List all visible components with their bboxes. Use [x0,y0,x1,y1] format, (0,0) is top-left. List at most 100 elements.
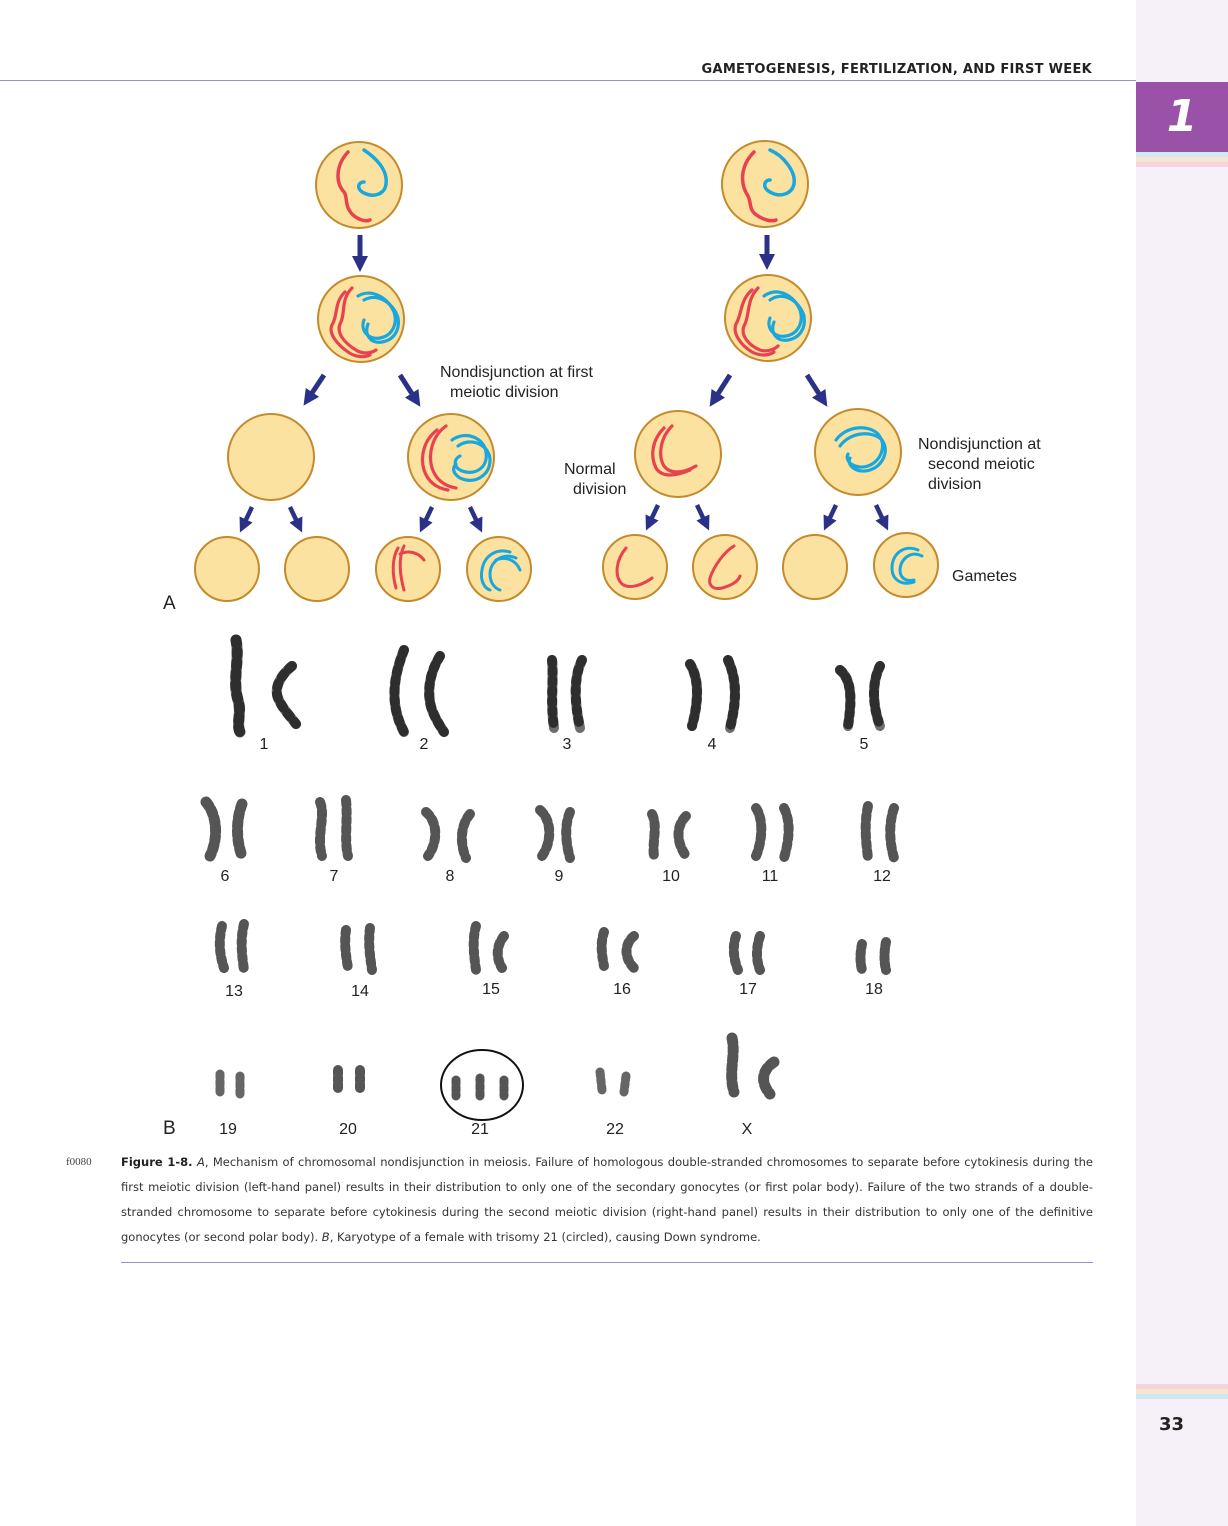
karyotype-label: 17 [739,981,757,998]
arrow-down-left-icon [303,373,327,406]
karyotype-label: 15 [482,981,500,998]
running-head: GAMETOGENESIS, FERTILIZATION, AND FIRST … [701,62,1092,77]
trisomy-21-circle [440,1049,524,1121]
chromosome-pair-9 [535,805,575,863]
karyotype-label: 20 [339,1121,357,1138]
chromosome-pair-3 [547,655,587,733]
caption-b-marker: B [321,1230,330,1244]
chapter-tab: 1 [1136,82,1228,152]
karyotype-label: 8 [445,868,455,885]
tab-stripe-peach [1136,157,1228,162]
panel-b-karyotype [200,634,899,1121]
karyotype-label: 9 [554,868,564,885]
karyotype-label-circled: 21 [471,1121,489,1138]
chromosome-pair-5 [835,661,885,731]
karyotype-label: 13 [225,983,243,1000]
chromosome-pair-18 [855,937,891,975]
figure-caption: Figure 1-8. A, Mechanism of chromosomal … [121,1150,1093,1250]
karyotype-label: 1 [259,736,269,753]
arrow-down-left-icon [823,504,839,531]
karyotype-label: 14 [351,983,369,1000]
arrow-down-left-icon [419,506,435,533]
gamete-disomic-paternal-2 [873,532,939,598]
chromosome-pair-15 [468,921,509,975]
right-secondary-gonocyte-maternal [634,410,722,498]
chromosome-pair-19 [215,1069,245,1099]
panel-letter-b: B [163,1118,176,1139]
chromosome-trisomy-21 [451,1073,509,1101]
label-normal-division-line2: division [573,481,627,498]
chromosome-pair-x [726,1032,780,1100]
arrow-down-left-icon [645,504,661,531]
panel-letter-a: A [163,593,176,614]
chromosome-pair-1 [230,634,301,738]
label-first-nondisjunction-line1: Nondisjunction at first [440,364,593,381]
karyotype-label: 7 [329,868,339,885]
label-first-nondisjunction-line2: meiotic division [450,384,559,401]
gamete-empty-1 [194,536,260,602]
gamete-maternal-1 [602,534,668,600]
header-rule [0,80,1136,81]
karyotype-label: 3 [562,736,572,753]
right-secondary-gonocyte-paternal [814,408,902,496]
footer-stripe-pink [1136,1384,1228,1389]
tab-stripe-blue [1136,152,1228,157]
chromosome-pair-6 [200,796,248,862]
arrow-down-right-icon [287,506,303,533]
left-disomic-secondary-gonocyte [407,413,495,501]
chromosome-pair-16 [596,927,639,973]
left-germ-cell [315,141,403,229]
label-second-nondisjunction-line3: division [928,476,982,493]
karyotype-label: 18 [865,981,883,998]
chromosome-pair-14 [340,923,377,975]
figure-id: f0080 [66,1156,92,1168]
chromosome-pair-10 [647,809,691,861]
left-empty-secondary-gonocyte [227,413,315,501]
chromosome-pair-8 [421,807,475,863]
chromosome-pair-17 [728,931,765,975]
gamete-empty-3 [782,534,848,600]
right-germ-cell [721,140,809,228]
chromosome-pair-2 [389,645,449,737]
gamete-empty-2 [284,536,350,602]
page-side-strip [1136,0,1228,1526]
chromosome-pair-4 [685,655,740,733]
arrow-down-left-icon [709,373,733,407]
caption-a-marker: A [196,1155,205,1169]
gamete-disomic-paternal [466,536,532,602]
karyotype-label: 6 [220,868,230,885]
arrow-down-right-icon [804,373,828,407]
chromosome-pair-20 [333,1065,365,1095]
caption-text-a: , Mechanism of chromosomal nondisjunctio… [121,1155,1093,1244]
right-primary-gonocyte [724,274,812,362]
arrow-down-left-icon [239,506,255,533]
karyotype-label: 11 [761,868,779,885]
footer-stripe-blue [1136,1394,1228,1399]
figure-label: Figure 1-8. [121,1155,193,1169]
caption-rule [121,1262,1093,1263]
label-normal-division-line1: Normal [564,461,616,478]
chromosome-pair-7 [315,795,353,861]
tab-stripe-pink [1136,162,1228,167]
page-number: 33 [1158,1414,1184,1435]
gamete-maternal-2 [692,534,758,600]
karyotype-label: X [741,1121,753,1138]
arrow-down-right-icon [873,504,889,531]
karyotype-label: 19 [219,1121,237,1138]
label-gametes: Gametes [952,568,1017,585]
figure-1-8 [194,140,939,1121]
karyotype-label: 12 [873,868,891,885]
arrow-down-right-icon [694,504,710,531]
karyotype-label: 2 [419,736,429,753]
chromosome-pair-22 [595,1067,631,1097]
label-second-nondisjunction-line1: Nondisjunction at [918,436,1041,453]
arrow-down-right-icon [467,506,483,533]
left-primary-gonocyte [317,275,405,363]
gamete-disomic-maternal [375,536,441,602]
chromosome-pair-12 [860,801,899,863]
karyotype-label: 4 [707,736,717,753]
label-second-nondisjunction-line2: second meiotic [928,456,1035,473]
chromosome-pair-11 [751,803,794,863]
karyotype-label: 5 [859,736,869,753]
karyotype-label: 16 [613,981,631,998]
